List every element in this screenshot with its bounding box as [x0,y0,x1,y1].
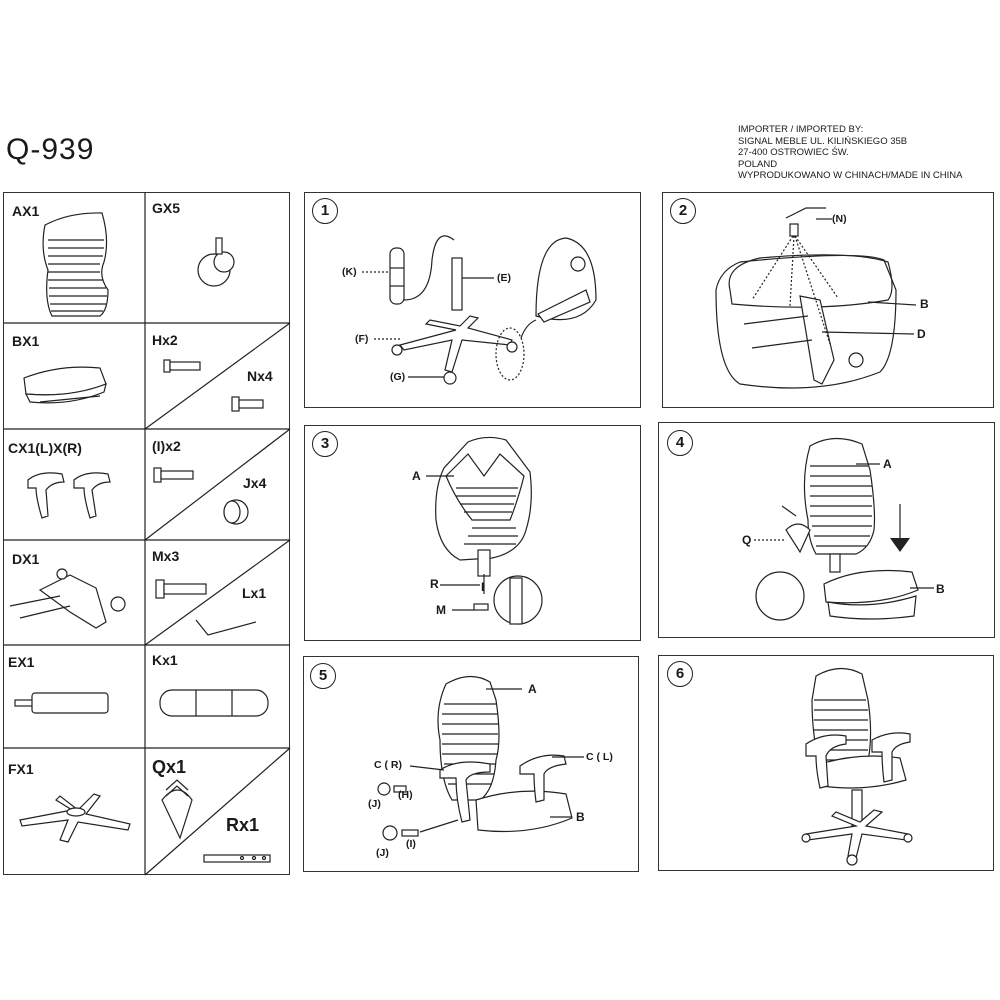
label-a: A [412,469,421,483]
step-1-drawing [362,235,597,385]
mechanism-icon [9,568,126,629]
bolt-icon [155,579,207,599]
part-label-jx: Jx4 [243,475,267,491]
step-number: 5 [310,663,336,689]
label-f: (F) [355,333,369,345]
part-label-hx: Hx2 [152,332,178,348]
caster-icon [197,237,235,287]
bolt-icon [231,396,264,412]
label-j: (J) [368,798,381,810]
step-3-panel [304,425,641,641]
step-3-drawing [426,436,543,625]
step-5-drawing [377,675,584,841]
label-e: (E) [497,272,511,284]
part-label-rx: Rx1 [226,815,260,835]
bolt-icon [153,467,194,483]
label-j: (J) [376,847,389,859]
part-label-ix: (I)x2 [152,438,181,454]
step-number: 4 [667,430,693,456]
model-number: Q-939 [6,133,95,166]
label-k: (K) [342,266,357,278]
parts-panel [3,192,290,875]
step-2-drawing [715,207,917,389]
part-label-kx: Kx1 [152,652,178,668]
step-4-panel [658,422,995,638]
part-label-lx: Lx1 [242,585,267,601]
label-q: Q [742,533,752,547]
part-label-qx: Qx1 [152,757,187,777]
step-5-panel [303,656,639,872]
label-b: B [920,297,929,311]
part-label-fx: FX1 [8,761,34,777]
label-a: A [883,457,892,471]
bracket-icon [203,854,271,863]
label-r: R [430,577,439,591]
part-label-gx: GX5 [152,200,181,216]
step-number: 3 [312,431,338,457]
label-c-r: C ( R) [374,759,402,771]
part-label-cx: CX1(L)X(R) [8,440,82,456]
part-label-ax: AX1 [12,203,40,219]
star-base-icon [19,793,131,843]
part-label-nx: Nx4 [247,368,273,384]
step-4-drawing [754,437,934,621]
step-number: 2 [670,198,696,224]
label-i: (I) [406,838,416,850]
label-m: M [436,603,446,617]
cover-q-icon [161,779,193,840]
part-label-bx: BX1 [12,333,40,349]
part-label-ex: EX1 [8,654,35,670]
hex-key-icon [195,619,257,636]
gas-lift-icon [14,692,109,714]
label-a: A [528,682,537,696]
chair-back-icon [42,212,109,317]
seat-icon [23,366,107,404]
label-n: (N) [832,213,847,225]
part-label-mx: Mx3 [152,548,180,564]
step-1-panel [304,192,641,408]
step-number: 6 [667,661,693,687]
bolt-icon [163,359,201,373]
label-b: B [936,582,945,596]
label-d: D [917,327,926,341]
gas-lift-cover-icon [159,689,269,717]
importer-info: IMPORTER / IMPORTED BY: SIGNAL MEBLE UL.… [738,124,963,182]
step-6-panel [658,655,994,871]
cap-icon [223,499,249,525]
label-g: (G) [390,371,406,383]
step-2-panel [662,192,994,408]
label-c-l: C ( L) [586,751,613,763]
label-b: B [576,810,585,824]
step-number: 1 [312,198,338,224]
part-label-dx: DX1 [12,551,40,567]
armrest-icon [27,472,111,519]
chair-icon [801,667,913,866]
label-h: (H) [398,789,413,801]
label-i: I [481,580,485,594]
